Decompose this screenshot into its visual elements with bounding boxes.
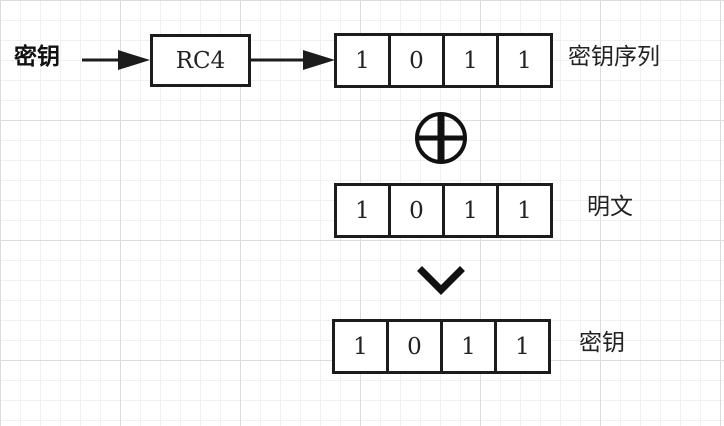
arrow-key-to-rc4 [82, 50, 150, 70]
output-label: 密钥 [579, 330, 625, 356]
arrow-rc4-to-keystream [250, 50, 335, 70]
plaintext-label: 明文 [587, 194, 633, 220]
keystream-bit: 1 [442, 36, 496, 85]
output-bit: 0 [386, 322, 440, 371]
plaintext-bits: 1 0 1 1 [334, 183, 553, 238]
plaintext-bit: 1 [355, 197, 370, 224]
keystream-bit: 0 [388, 36, 442, 85]
output-bits: 1 0 1 1 [332, 319, 551, 374]
chevron-down-icon [417, 266, 465, 295]
keystream-bits: 1 0 1 1 [334, 33, 553, 88]
plaintext-bit: 0 [388, 186, 442, 235]
output-bit: 1 [353, 333, 368, 360]
rc4-box: RC4 [150, 34, 251, 87]
keystream-bit: 1 [355, 47, 370, 74]
keystream-bit: 1 [496, 36, 550, 85]
keystream-label: 密钥序列 [568, 44, 660, 70]
output-bit: 1 [494, 322, 548, 371]
plaintext-bit: 1 [496, 186, 550, 235]
output-bit: 1 [440, 322, 494, 371]
input-key-label: 密钥 [14, 44, 60, 70]
circled-plus-icon [415, 112, 467, 164]
plaintext-bit: 1 [442, 186, 496, 235]
